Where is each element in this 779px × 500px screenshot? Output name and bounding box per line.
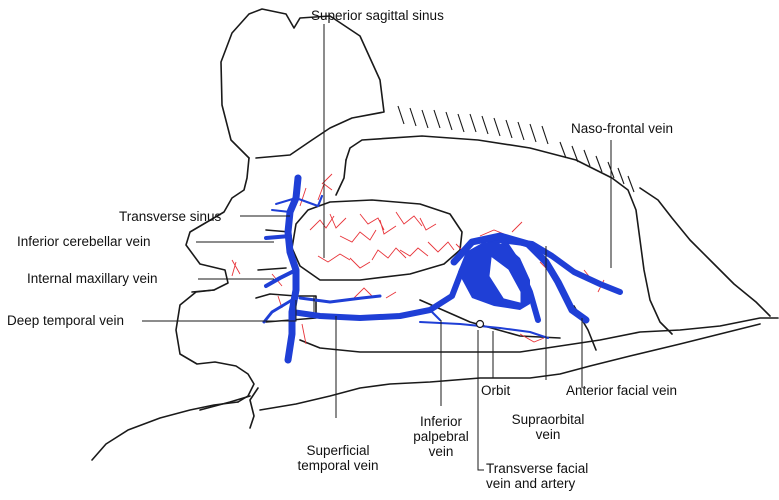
mandible-outline xyxy=(91,401,239,461)
jaw-upper-outline xyxy=(259,323,761,411)
cranium-outline xyxy=(220,8,385,159)
label-line: Superficial xyxy=(306,443,370,458)
label-transverse-sinus: Transverse sinus xyxy=(119,209,222,224)
nasal-outline xyxy=(639,187,771,317)
label-internal-maxillary-vein: Internal maxillary vein xyxy=(27,271,158,286)
transverse-sinus xyxy=(284,174,302,364)
label-line: Transverse facial xyxy=(486,461,589,476)
label-supraorbital-vein: Supraorbital vein xyxy=(506,412,590,442)
brain-outline xyxy=(291,199,463,281)
zygomatic-outline xyxy=(299,317,779,353)
frontal-outline xyxy=(345,135,673,335)
veins xyxy=(262,174,623,364)
label-inferior-cerebellar-vein: Inferior cerebellar vein xyxy=(17,234,151,249)
label-line: Supraorbital xyxy=(511,412,585,427)
label-superior-sagittal-sinus: Superior sagittal sinus xyxy=(311,8,444,23)
leader-lines xyxy=(142,24,612,471)
label-deep-temporal-vein: Deep temporal vein xyxy=(7,313,125,328)
label-transverse-facial-vein-and-artery: Transverse facial vein and artery xyxy=(486,461,588,491)
label-anterior-facial-vein: Anterior facial vein xyxy=(566,383,678,398)
label-orbit: Orbit xyxy=(481,383,511,398)
occipital-condyle xyxy=(199,387,259,429)
label-naso-frontal-vein: Naso-frontal vein xyxy=(571,121,674,136)
transverse-facial-vessel xyxy=(475,319,485,329)
jugular-outline xyxy=(255,293,317,323)
tympanic-bulla-outline xyxy=(175,289,255,403)
label-line: vein xyxy=(428,444,454,459)
brow-hatching xyxy=(397,105,635,193)
label-line: vein xyxy=(535,427,561,442)
label-line: temporal vein xyxy=(297,458,379,473)
label-line: palpebral xyxy=(413,429,469,444)
brow-outline xyxy=(335,159,347,196)
label-inferior-palpebral-vein: Inferior palpebral vein xyxy=(406,414,476,459)
label-line: vein and artery xyxy=(486,476,576,491)
label-superficial-temporal-vein: Superficial temporal vein xyxy=(286,443,390,473)
occipital-outline xyxy=(185,157,250,293)
arteries xyxy=(231,173,605,345)
label-line: Inferior xyxy=(419,414,463,429)
